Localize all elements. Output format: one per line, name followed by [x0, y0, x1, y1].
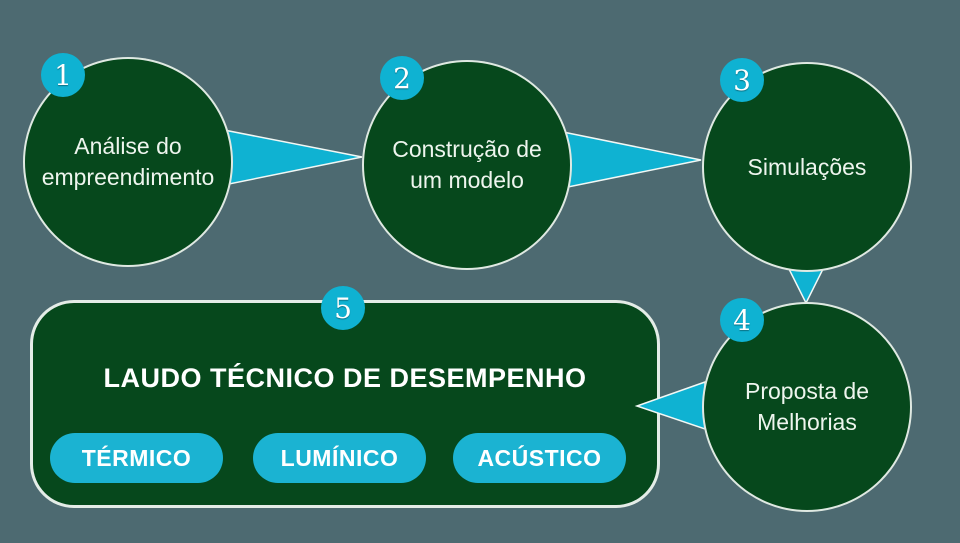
tag-pill-termico: TÉRMICO — [50, 433, 223, 483]
step-circle-proposta: 4 Proposta de Melhorias — [702, 298, 912, 512]
step-number: 1 — [54, 58, 72, 92]
step-number: 4 — [733, 303, 751, 337]
step-label-line: empreendimento — [41, 164, 215, 190]
step-number: 2 — [393, 61, 411, 95]
tag-label: LUMÍNICO — [280, 444, 399, 471]
step-circle-simulacoes: 3 Simulações — [702, 58, 912, 272]
arrow-step1-to-step2-icon — [223, 129, 363, 186]
step-label-line: Análise do — [74, 133, 182, 159]
step-number-badge-1: 1 — [41, 53, 85, 97]
tag-pill-luminico: LUMÍNICO — [253, 433, 426, 483]
step-label-line: Proposta de — [744, 378, 870, 404]
step-number-badge-5: 5 — [321, 286, 365, 330]
step-number: 5 — [334, 291, 352, 325]
step-label-line: Construção de — [392, 136, 542, 162]
tag-label: ACÚSTICO — [477, 444, 602, 471]
step-circle-analise: 1 Análise do empreendimento — [23, 53, 233, 267]
arrow-step2-to-step3-icon — [562, 131, 702, 189]
step-number: 3 — [733, 63, 751, 97]
arrow-step4-to-report-icon — [634, 380, 706, 431]
report-box: 5 LAUDO TÉCNICO DE DESEMPENHO TÉRMICO LU… — [30, 286, 660, 508]
step-number-badge-4: 4 — [720, 298, 764, 342]
step-label-line: Melhorias — [757, 409, 857, 435]
step-circle-construcao: 2 Construção de um modelo — [362, 56, 572, 270]
arrow-step3-to-step4-icon — [787, 268, 825, 305]
report-title: LAUDO TÉCNICO DE DESEMPENHO — [103, 363, 587, 393]
step-number-badge-2: 2 — [380, 56, 424, 100]
step-number-badge-3: 3 — [720, 58, 764, 102]
tag-label: TÉRMICO — [81, 444, 192, 471]
step-label-line: um modelo — [410, 167, 524, 193]
tag-pill-acustico: ACÚSTICO — [453, 433, 626, 483]
step-label-line: Simulações — [747, 153, 867, 180]
